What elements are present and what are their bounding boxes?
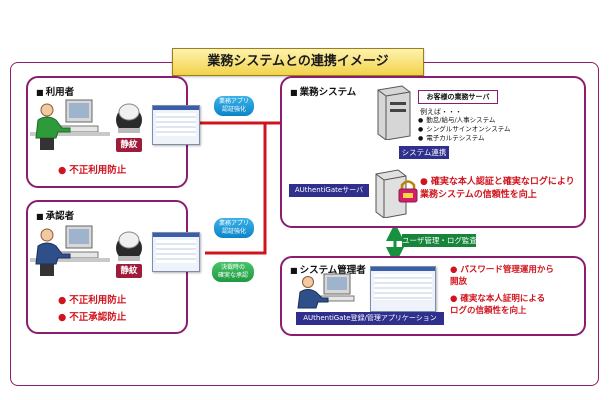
user-person-illustration (30, 99, 110, 150)
business-server-icon (377, 85, 411, 140)
user-benefit-item: 不正利用防止 (58, 162, 126, 176)
admin-app-label: AUthentiGate登録/管理アプリケーション (296, 312, 444, 325)
user-app-screen (152, 105, 200, 145)
customer-server-title: お客様の業務サーバ (418, 90, 498, 104)
user-panel-title: 利用者 (36, 84, 75, 98)
admin-person-illustration (297, 273, 355, 309)
example-item: 電子カルテシステム (418, 134, 484, 143)
approver-benefit-item-1: 不正利用防止 (58, 292, 126, 306)
approver-approval-pill: 決裁時の 確実な承認 (212, 262, 254, 282)
approver-app-screen (152, 232, 200, 272)
admin-connector-label: ユーザ管理・ログ監査 (402, 234, 477, 247)
admin-app-screen (370, 266, 436, 312)
admin-panel-title: システム管理者 (290, 262, 366, 276)
auth-server-icon (375, 169, 407, 218)
admin-benefit-2: 確実な本人証明による ログの信頼性を向上 (450, 293, 545, 317)
admin-benefit-1: パスワード管理運用から 開放 (450, 264, 554, 288)
auth-server-label: AUthentiGateサーバ (289, 184, 369, 197)
approver-fingerprint-device-icon (116, 231, 142, 261)
system-link-label: システム連携 (399, 146, 449, 159)
example-item: 勤怠/給与/人事システム (418, 116, 495, 125)
user-fingerprint-device-icon (116, 103, 142, 133)
approver-benefit-item-2: 不正承認防止 (58, 309, 126, 323)
user-shizumon-badge: 静紋 (116, 138, 142, 152)
example-item: シングルサインオンシステム (418, 125, 510, 134)
approver-person-illustration (30, 225, 110, 276)
business-panel-title: 業務システム (290, 84, 357, 98)
user-auth-pill: 業務アプリ 認証強化 (214, 96, 254, 116)
approver-shizumon-badge: 静紋 (116, 264, 142, 278)
approver-to-server-arrow (205, 124, 267, 255)
examples-label: 例えば・・・ (420, 108, 462, 116)
approver-panel-title: 承認者 (36, 208, 75, 222)
page-title: 業務システムとの連携イメージ (172, 48, 424, 76)
approver-auth-pill: 業務アプリ 認証強化 (214, 218, 254, 238)
business-benefit: 確実な本人認証と確実なログにより 業務システムの信頼性を向上 (420, 176, 575, 202)
padlock-icon (398, 180, 418, 203)
